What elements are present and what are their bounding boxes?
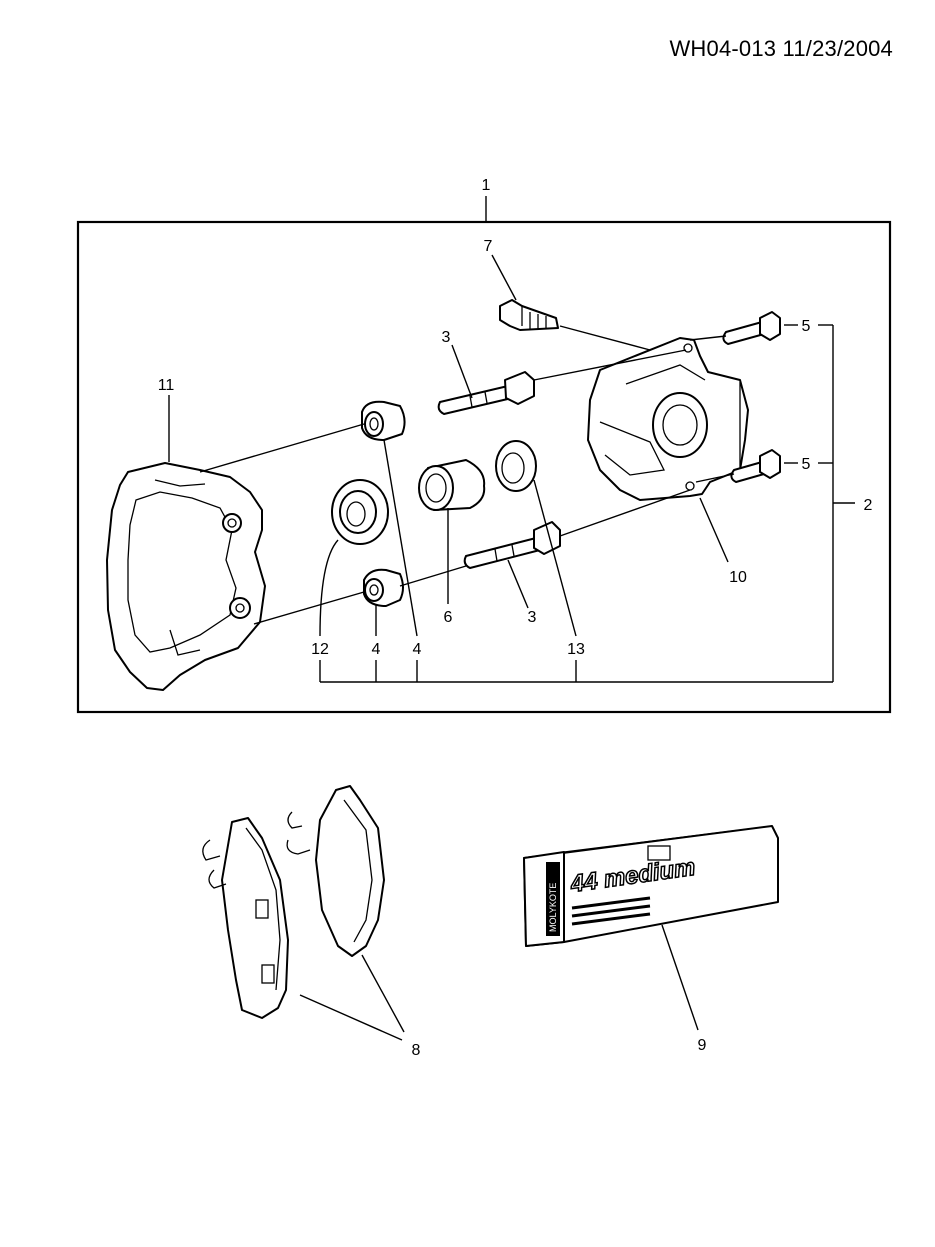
bracket-2 <box>320 324 855 683</box>
caliper-housing-10 <box>587 337 749 501</box>
brake-pad-8-inner <box>202 817 289 1019</box>
assembly-frame <box>76 220 892 714</box>
callout-9: 9 <box>698 1037 707 1054</box>
piston-6 <box>418 459 486 511</box>
alignment-lines <box>199 325 735 625</box>
bolt-5-upper <box>722 311 781 345</box>
callout-3-upper: 3 <box>442 329 451 346</box>
bushing-4-upper <box>361 400 406 441</box>
drawing-code: WH04-013 11/23/2004 <box>669 36 893 61</box>
bleeder-screw-7 <box>499 299 559 331</box>
callout-12: 12 <box>311 641 329 658</box>
callout-13: 13 <box>567 641 585 658</box>
callout-4-lower: 4 <box>372 641 381 658</box>
callout-7: 7 <box>484 238 493 255</box>
guide-pin-3-upper <box>437 371 535 415</box>
callout-3-lower: 3 <box>528 609 537 626</box>
bottom-bracket-legs <box>319 660 577 682</box>
seal-ring-13 <box>495 440 537 492</box>
callout-5-upper: 5 <box>802 318 811 335</box>
guide-pin-3-lower <box>463 521 561 569</box>
grease-box-9: MOLYKOTE 44 medium <box>523 825 779 947</box>
callout-6: 6 <box>444 609 453 626</box>
callout-5-lower: 5 <box>802 456 811 473</box>
callout-1: 1 <box>482 177 491 194</box>
brake-pad-8-outer <box>286 785 385 957</box>
callout-11: 11 <box>158 377 175 394</box>
bushing-4-lower <box>363 568 404 607</box>
dust-boot-12 <box>331 479 389 545</box>
leader-lines <box>168 254 798 1041</box>
callout-4-upper: 4 <box>413 641 422 658</box>
caliper-carrier-11 <box>106 462 266 691</box>
bolt-5-lower <box>730 449 781 483</box>
grease-brand-label: MOLYKOTE <box>548 883 558 932</box>
callout-8: 8 <box>412 1042 421 1059</box>
callout-10: 10 <box>729 569 747 586</box>
callout-2: 2 <box>864 497 873 514</box>
